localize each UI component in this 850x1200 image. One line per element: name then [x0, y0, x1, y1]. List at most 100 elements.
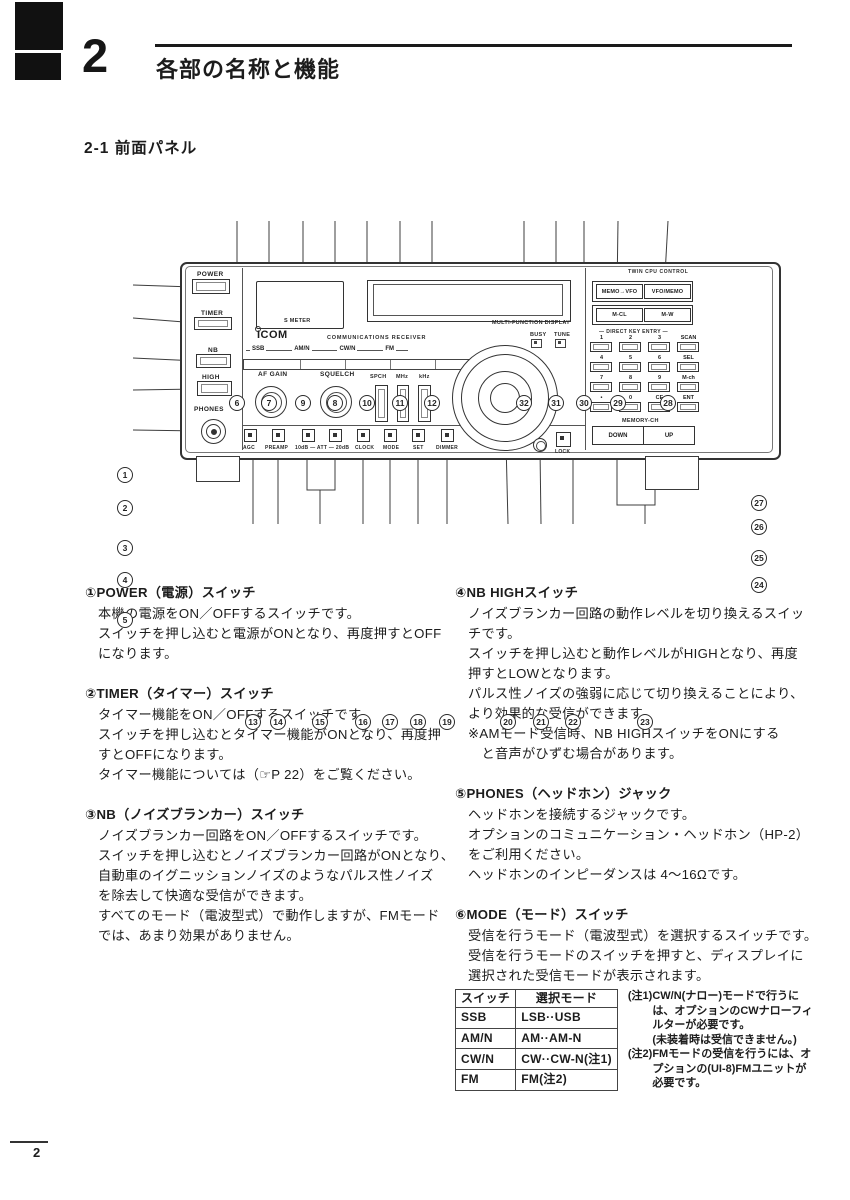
keypad-key-label: 3 [657, 335, 662, 341]
keypad-key: 5 [617, 355, 644, 374]
callout-number: 1 [117, 467, 133, 483]
callout-number: 24 [751, 577, 767, 593]
tune-indicator [555, 339, 566, 348]
keypad-key-button [619, 342, 641, 352]
att-20db-button [329, 429, 342, 442]
keypad-key-label: 0 [628, 395, 633, 401]
keypad-key: 6 [646, 355, 673, 374]
keypad-key-button [590, 382, 612, 392]
vfo-memo-button: VFO/MEMO [644, 284, 691, 299]
timer-label: TIMER [201, 310, 224, 317]
table-row: CW/N CW··CW-N(注1) [454, 1048, 618, 1070]
note-1: (注1) CW/N(ナロー)モードで行うには、オプションのCWナローフィルターが… [628, 989, 813, 1047]
keypad-key-button [619, 382, 641, 392]
af-gain-label: AF GAIN [258, 371, 288, 378]
callout-number: 20 [500, 714, 516, 730]
direct-key-entry-label: — DIRECT KEY ENTRY — [599, 329, 669, 335]
memo-to-vfo-button: MEMO→VFO [596, 284, 643, 299]
multi-function-display-label: MULTI-FUNCTION DISPLAY [492, 320, 571, 326]
keypad-key-button [590, 402, 612, 412]
callout-number: 25 [751, 550, 767, 566]
footer-rule [10, 1141, 48, 1143]
keypad-key-label: 8 [628, 375, 633, 381]
mode-switch-label: CW/N [337, 346, 358, 352]
dimmer-label: DIMMER [436, 445, 459, 451]
callout-number: 28 [660, 395, 676, 411]
power-button [192, 279, 230, 294]
body-line: スイッチを押し込むと電源がONとなり、再度押すとOFF [98, 626, 442, 641]
keypad-key-label: SCAN [680, 335, 697, 341]
section-timer: ②TIMER（タイマー）スイッチ タイマー機能をON／OFFするスイッチです。ス… [85, 684, 441, 785]
mhz-label: MHz [396, 374, 409, 380]
keypad-key: 4 [588, 355, 615, 374]
panel-divider-bottom-strip [243, 425, 585, 426]
callout-number: 7 [261, 395, 277, 411]
body-line: では、あまり効果がありません。 [98, 928, 300, 943]
callout-number: 16 [355, 714, 371, 730]
body-line: タイマー機能については（☞P 22）をご覧ください。 [98, 767, 421, 782]
body-line: すべてのモード（電波型式）で動作しますが、FMモード [98, 908, 440, 923]
mode-table-area: スイッチ 選択モード SSB LSB··USB AM/N AM··AM-N [454, 989, 813, 1091]
callout-number: 15 [312, 714, 328, 730]
note-line: FMモードの受信を行うには、オ [652, 1048, 812, 1060]
callout-number: 32 [516, 395, 532, 411]
memory-write-button-group: M-CL M-W [592, 305, 693, 325]
body-line: 自動車のイグニッションノイズのようなパルス性ノイズ [98, 868, 434, 883]
keypad-key-button [677, 362, 699, 372]
body-line: ヘッドホンのインピーダンスは 4～16Ωです。 [468, 867, 747, 882]
note-line: CW/N(ナロー)モードで行うに [652, 990, 799, 1002]
table-cell-switch: AM/N [454, 1027, 517, 1050]
phones-jack-hole [210, 428, 217, 435]
dimmer-button [441, 429, 454, 442]
table-cell-switch: SSB [454, 1007, 517, 1029]
receiver-type-label: COMMUNICATIONS RECEIVER [327, 335, 427, 341]
body-line: スイッチを押し込むとタイマー機能がONとなり、再度押 [98, 727, 442, 742]
table-notes: (注1) CW/N(ナロー)モードで行うには、オプションのCWナローフィルターが… [628, 989, 813, 1091]
agc-button [244, 429, 257, 442]
note-line: (未装着時は受信できません。) [652, 1033, 797, 1046]
callout-number: 19 [439, 714, 455, 730]
section-mode: ⑥MODE（モード）スイッチ 受信を行うモード（電波型式）を選択するスイッチです… [454, 905, 817, 1091]
keypad-key-label: CE [655, 395, 664, 401]
table-cell-mode: LSB··USB [515, 1007, 618, 1029]
radio-foot-left [196, 456, 240, 482]
body-line: 選択された受信モードが表示されます。 [468, 968, 710, 983]
body-line: ノイズブランカー回路をON／OFFするスイッチです。 [98, 828, 428, 843]
memory-ch-up-button: UP [664, 432, 674, 439]
memory-ch-down-button: DOWN [593, 427, 644, 444]
page-number: 2 [33, 1145, 41, 1160]
callout-number: 2 [117, 500, 133, 516]
callout-number: 4 [117, 572, 133, 588]
preamp-label: PREAMP [265, 445, 289, 451]
keypad-key: SEL [675, 355, 702, 374]
keypad-key-button [648, 362, 670, 372]
section-nb-high: ④NB HIGHスイッチ ノイズブランカー回路の動作レベルを切り換えるスイッチで… [455, 583, 811, 764]
att-10db-button [302, 429, 315, 442]
body-line: オプションのコミュニケーション・ヘッドホン（HP-2） [468, 827, 810, 842]
callout-number: 29 [610, 395, 626, 411]
keypad-key: 3 [646, 335, 673, 354]
radio-foot-right [645, 456, 699, 490]
callout-number: 8 [327, 395, 343, 411]
callout-number: 6 [229, 395, 245, 411]
keypad-key: SCAN [675, 335, 702, 354]
body-line: ノイズブランカー回路の動作レベルを切り換えるスイッ [468, 606, 805, 621]
keypad-key: 9 [646, 375, 673, 394]
keypad-key: M-ch [675, 375, 702, 394]
table-cell-switch: CW/N [454, 1048, 517, 1070]
chapter-number: 2 [82, 29, 109, 82]
keypad-key: 1 [588, 335, 615, 354]
callout-number: 21 [533, 714, 549, 730]
callout-number: 27 [751, 495, 767, 511]
keypad-key: 8 [617, 375, 644, 394]
section-title: ①POWER（電源）スイッチ [85, 585, 256, 600]
direct-key-entry-keypad: 1 2 3 SCAN 4 5 6 SEL [588, 335, 702, 414]
section-title: ③NB（ノイズブランカー）スイッチ [85, 807, 305, 822]
body-line: パルス性ノイズの強弱に応じて切り換えることにより、 [468, 686, 804, 701]
body-line: になります。 [98, 646, 178, 661]
keypad-key-button [648, 382, 670, 392]
keypad-key-label: SEL [683, 355, 694, 361]
keypad-key-button [648, 342, 670, 352]
keypad-key-button [677, 382, 699, 392]
callout-number: 10 [359, 395, 375, 411]
